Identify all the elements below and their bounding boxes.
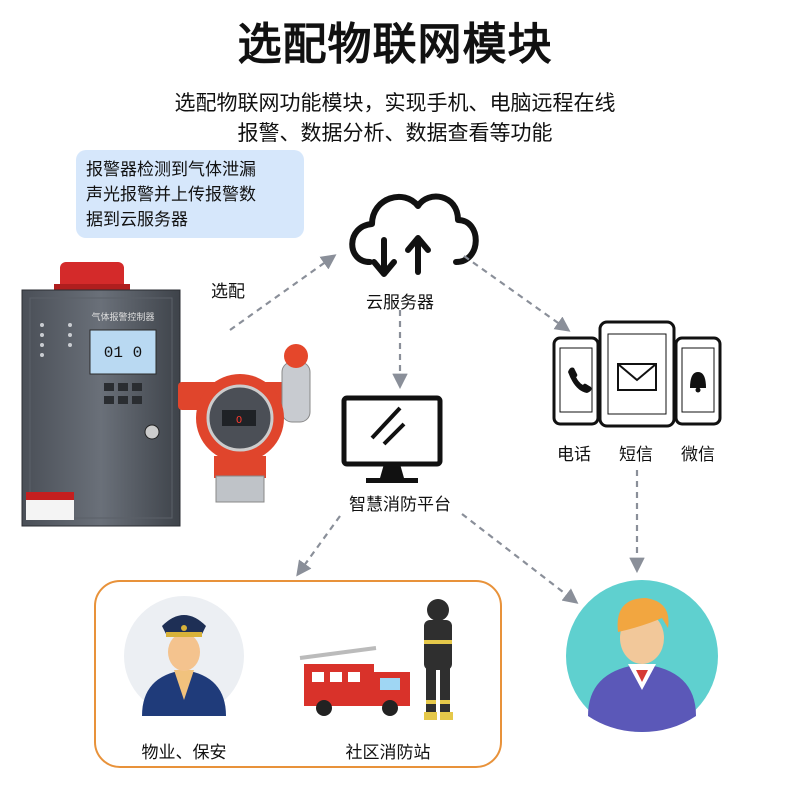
arrow-platform-to-responders xyxy=(296,515,341,577)
subtitle-line-2: 报警、数据分析、数据查看等功能 xyxy=(237,121,553,145)
cloud-label: 云服务器 xyxy=(366,293,434,313)
mail-icon xyxy=(598,320,676,428)
flow-arrows xyxy=(229,254,645,604)
phone-icon xyxy=(552,336,600,426)
user-avatar-icon xyxy=(566,580,718,732)
monitor-icon xyxy=(341,395,443,483)
wechat-label: 微信 xyxy=(681,445,715,465)
platform-label: 智慧消防平台 xyxy=(349,495,451,515)
fire-truck-icon xyxy=(299,646,410,716)
property-label: 物业、保安 xyxy=(141,743,227,763)
svg-text:01 0: 01 0 xyxy=(104,344,142,362)
security-guard-icon xyxy=(124,596,244,716)
subtitle-line-1: 选配物联网功能模块，实现手机、电脑远程在线 xyxy=(174,91,616,115)
page-title: 选配物联网模块 xyxy=(237,19,553,70)
gas-detector-device: 0 xyxy=(178,344,311,503)
fire-station-label: 社区消防站 xyxy=(345,743,431,763)
subtitle: 选配物联网功能模块，实现手机、电脑远程在线 报警、数据分析、数据查看等功能 xyxy=(0,88,790,148)
sms-label: 短信 xyxy=(619,445,653,465)
responders-box xyxy=(94,580,502,768)
svg-text:0: 0 xyxy=(236,415,242,426)
cloud-icon xyxy=(349,193,479,277)
bell-icon xyxy=(674,336,722,426)
gas-controller-device: 气体报警控制器 01 0 xyxy=(21,262,181,527)
arrow-cloud-to-phones xyxy=(463,255,571,332)
firefighter-icon xyxy=(424,599,453,720)
phone-call-label: 电话 xyxy=(557,445,591,465)
note-line-2: 声光报警并上传报警数 xyxy=(86,185,256,205)
note-line-1: 报警器检测到气体泄漏 xyxy=(86,160,256,180)
optional-label: 选配 xyxy=(211,282,245,302)
note-box: 报警器检测到气体泄漏 声光报警并上传报警数 据到云服务器 xyxy=(76,150,304,238)
note-line-3: 据到云服务器 xyxy=(86,210,188,230)
arrow-platform-to-user xyxy=(461,513,579,604)
svg-text:气体报警控制器: 气体报警控制器 xyxy=(91,311,154,323)
